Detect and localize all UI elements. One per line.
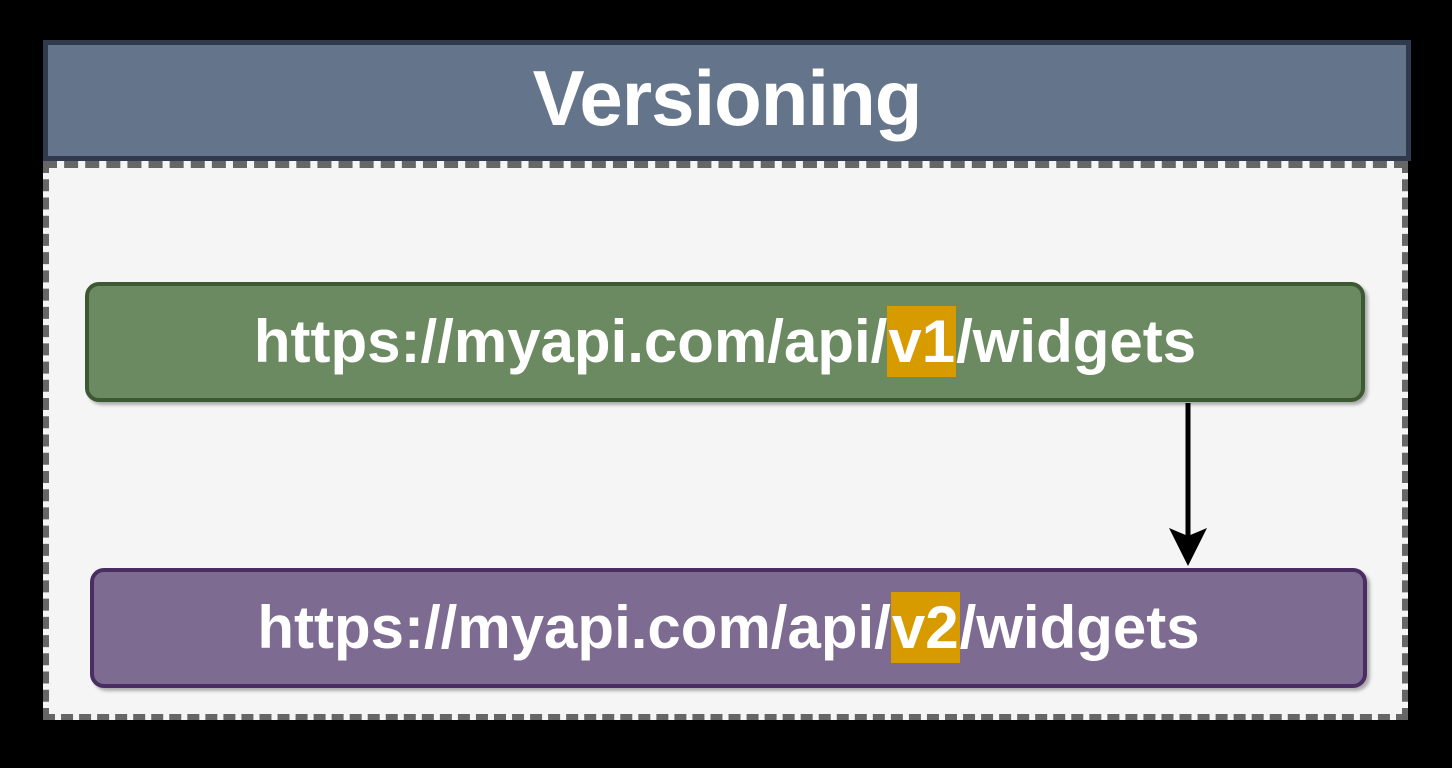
v2-version-highlight: v2 — [890, 592, 960, 664]
v2-url-label: https://myapi.com/api/v2/widgets — [257, 592, 1200, 664]
v1-url-label: https://myapi.com/api/v1/widgets — [253, 306, 1197, 378]
arrow-head-icon — [1169, 528, 1207, 566]
group-body: https://myapi.com/api/v1/widgets https:/… — [43, 161, 1408, 720]
v1-url-suffix: /widgets — [956, 308, 1197, 376]
node-v1-endpoint: https://myapi.com/api/v1/widgets — [85, 282, 1365, 402]
versioning-group: Versioning https://myapi.com/api/v1/widg… — [43, 40, 1411, 720]
node-v2-endpoint: https://myapi.com/api/v2/widgets — [90, 568, 1367, 688]
v1-version-highlight: v1 — [887, 306, 957, 378]
group-title-bar: Versioning — [43, 40, 1411, 161]
v2-url-prefix: https://myapi.com/api/ — [257, 594, 891, 662]
diagram-title: Versioning — [532, 53, 923, 142]
v1-url-prefix: https://myapi.com/api/ — [253, 308, 888, 376]
v2-url-suffix: /widgets — [959, 594, 1200, 662]
